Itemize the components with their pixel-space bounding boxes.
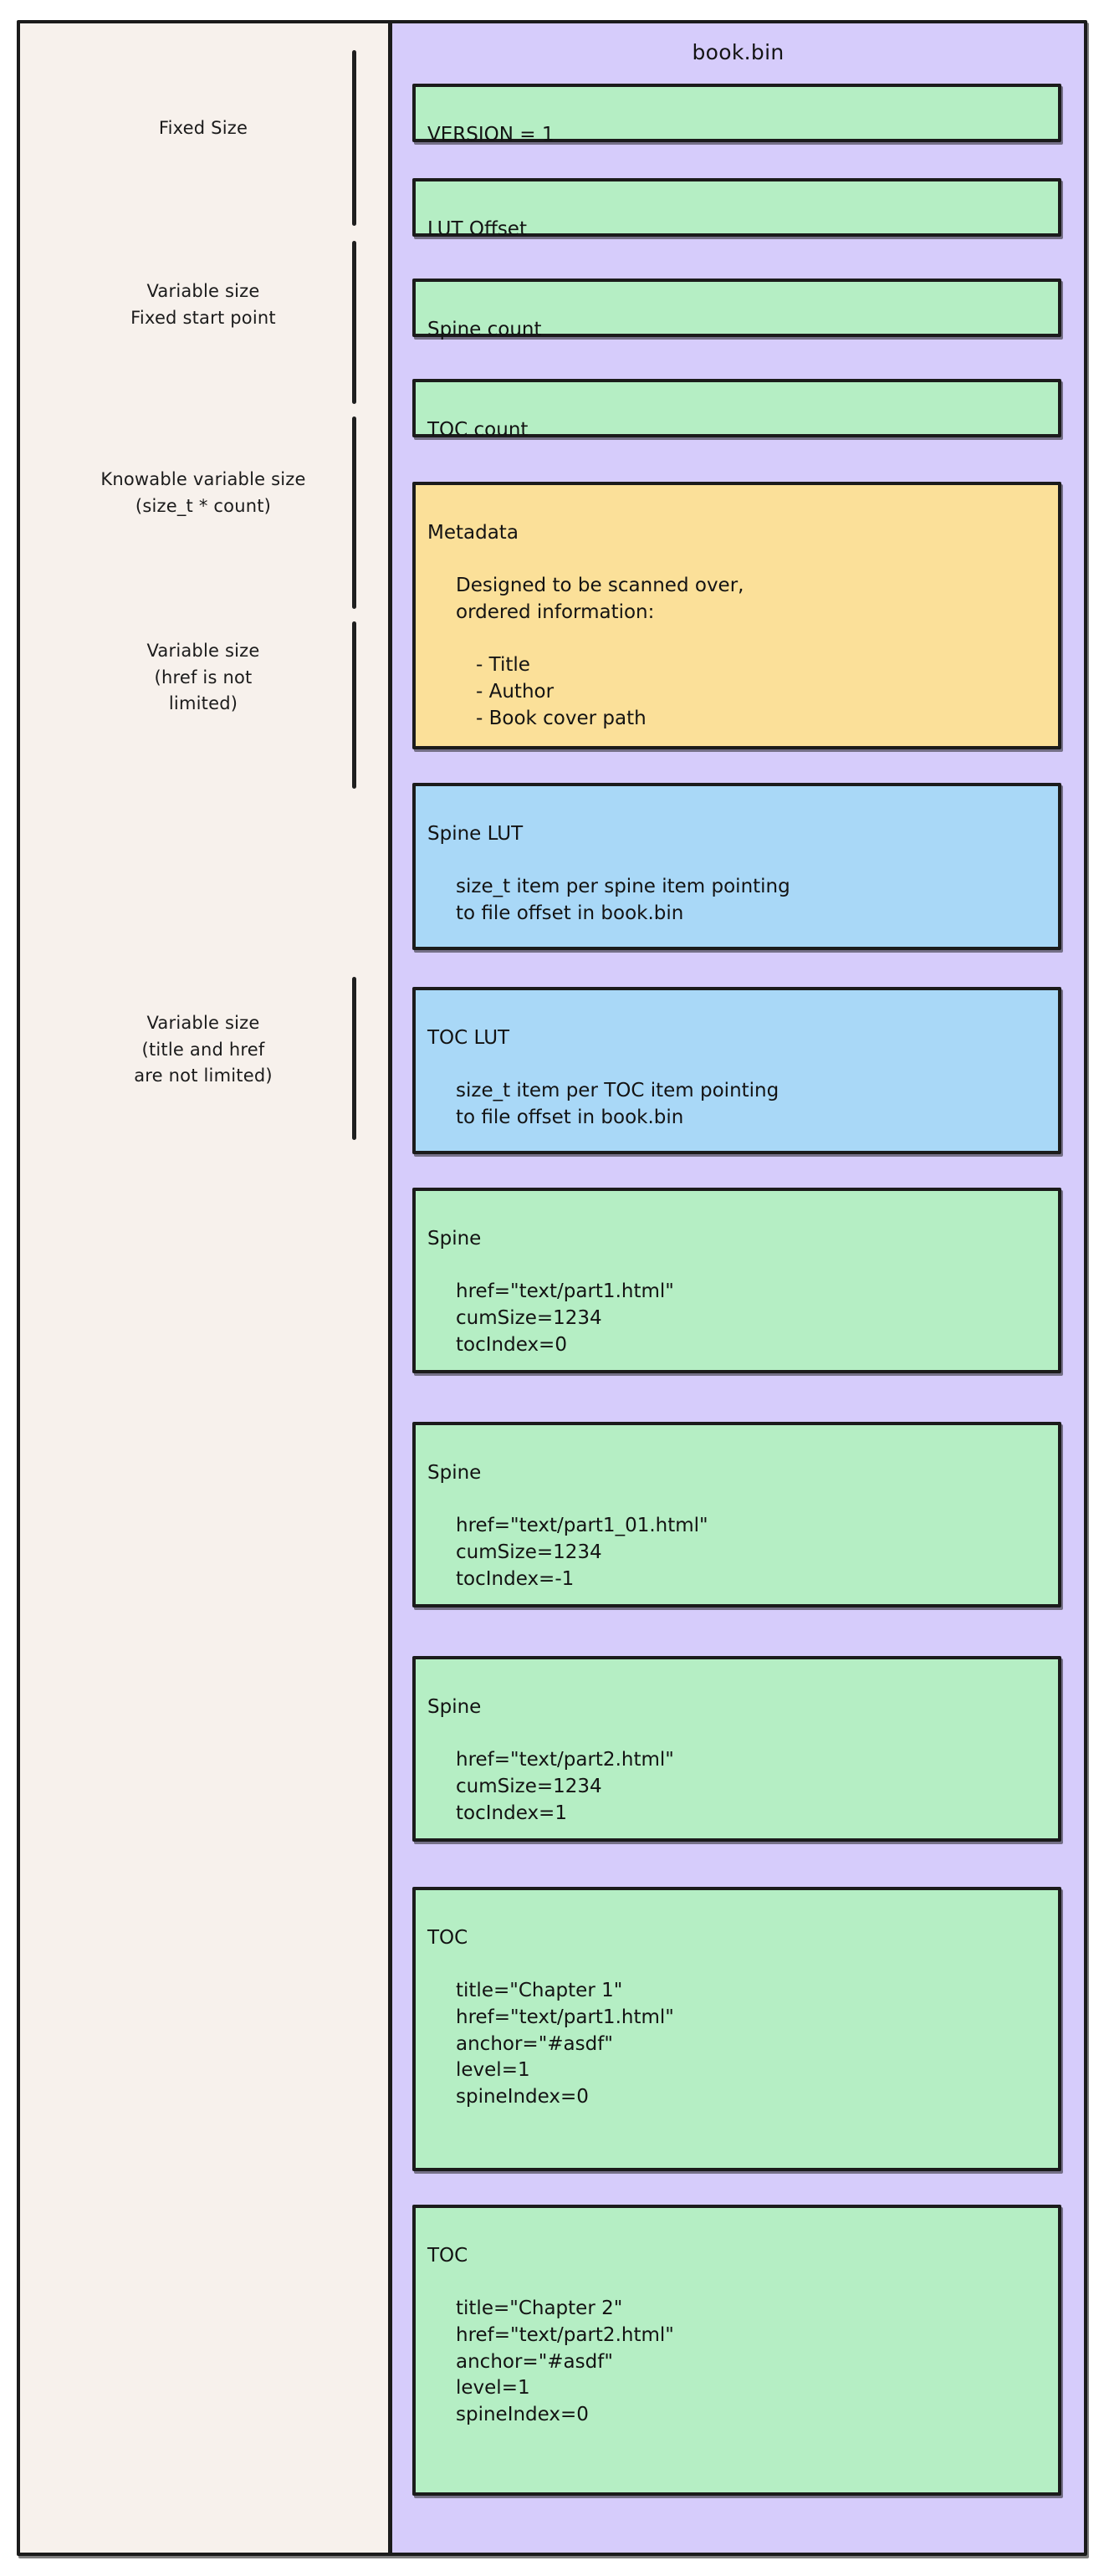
block-toc-1-header: TOC (427, 1926, 468, 1949)
block-spine-1-header: Spine (427, 1227, 482, 1250)
block-toc-lut-header: TOC LUT (427, 1026, 510, 1049)
block-spine-2: Spine href="text/part1_01.html" cumSize=… (412, 1422, 1061, 1607)
block-spine-1-body: href="text/part1.html" cumSize=1234 tocI… (456, 1280, 674, 1356)
block-spine-3: Spine href="text/part2.html" cumSize=123… (412, 1656, 1061, 1842)
bracket-variable-fixed-start (352, 241, 356, 404)
block-spine-lut-body: size_t item per spine item pointing to f… (456, 876, 790, 924)
file-title: book.bin (692, 40, 785, 64)
block-version: VERSION = 1 (412, 84, 1061, 146)
block-lut-offset: LUT Offset (412, 178, 1061, 240)
block-spine-3-body: href="text/part2.html" cumSize=1234 tocI… (456, 1749, 674, 1824)
block-toc-2: TOC title="Chapter 2" href="text/part2.h… (412, 2205, 1061, 2496)
block-spine-count: Spine count (412, 279, 1061, 340)
annotation-variable-title-href: Variable size (title and href are not li… (134, 1013, 273, 1086)
block-spine-count-header: Spine count (427, 318, 542, 340)
block-spine-lut: Spine LUT size_t item per spine item poi… (412, 783, 1061, 950)
block-toc-1-body: title="Chapter 1" href="text/part1.html"… (456, 1980, 674, 2108)
annotation-knowable-variable: Knowable variable size (size_t * count) (100, 469, 306, 516)
annotations-column: Fixed Size Variable size Fixed start poi… (20, 23, 392, 2553)
block-toc-lut-body: size_t item per TOC item pointing to fil… (456, 1080, 779, 1128)
block-lut-offset-header: LUT Offset (427, 217, 527, 240)
block-metadata-header: Metadata (427, 521, 519, 544)
block-spine-3-header: Spine (427, 1695, 482, 1718)
block-metadata: Metadata Designed to be scanned over, or… (412, 482, 1061, 749)
bracket-variable-href (352, 621, 356, 789)
annotation-variable-href: Variable size (href is not limited) (146, 641, 260, 713)
block-toc-count: TOC count (412, 379, 1061, 441)
block-metadata-body: Designed to be scanned over, ordered inf… (456, 575, 744, 623)
block-toc-2-body: title="Chapter 2" href="text/part2.html"… (456, 2297, 674, 2426)
bracket-knowable-variable (352, 417, 356, 609)
annotation-variable-fixed-start: Variable size Fixed start point (130, 281, 276, 328)
annotation-fixed-size: Fixed Size (158, 118, 248, 138)
block-toc-1: TOC title="Chapter 1" href="text/part1.h… (412, 1887, 1061, 2171)
block-spine-2-header: Spine (427, 1461, 482, 1484)
block-spine-lut-header: Spine LUT (427, 822, 524, 845)
block-toc-lut: TOC LUT size_t item per TOC item pointin… (412, 987, 1061, 1154)
bracket-fixed-size (352, 50, 356, 226)
block-metadata-sublist: - Title - Author - Book cover path (476, 654, 647, 729)
block-version-header: VERSION = 1 (427, 123, 555, 146)
block-spine-2-body: href="text/part1_01.html" cumSize=1234 t… (456, 1515, 708, 1590)
bracket-variable-title-href (352, 977, 356, 1140)
block-spine-1: Spine href="text/part1.html" cumSize=123… (412, 1188, 1061, 1373)
diagram-outer-frame: Fixed Size Variable size Fixed start poi… (17, 20, 1087, 2556)
block-toc-2-header: TOC (427, 2244, 468, 2267)
book-bin-panel: book.bin VERSION = 1 LUT Offset Spine co… (392, 23, 1084, 2553)
block-toc-count-header: TOC count (427, 418, 529, 441)
